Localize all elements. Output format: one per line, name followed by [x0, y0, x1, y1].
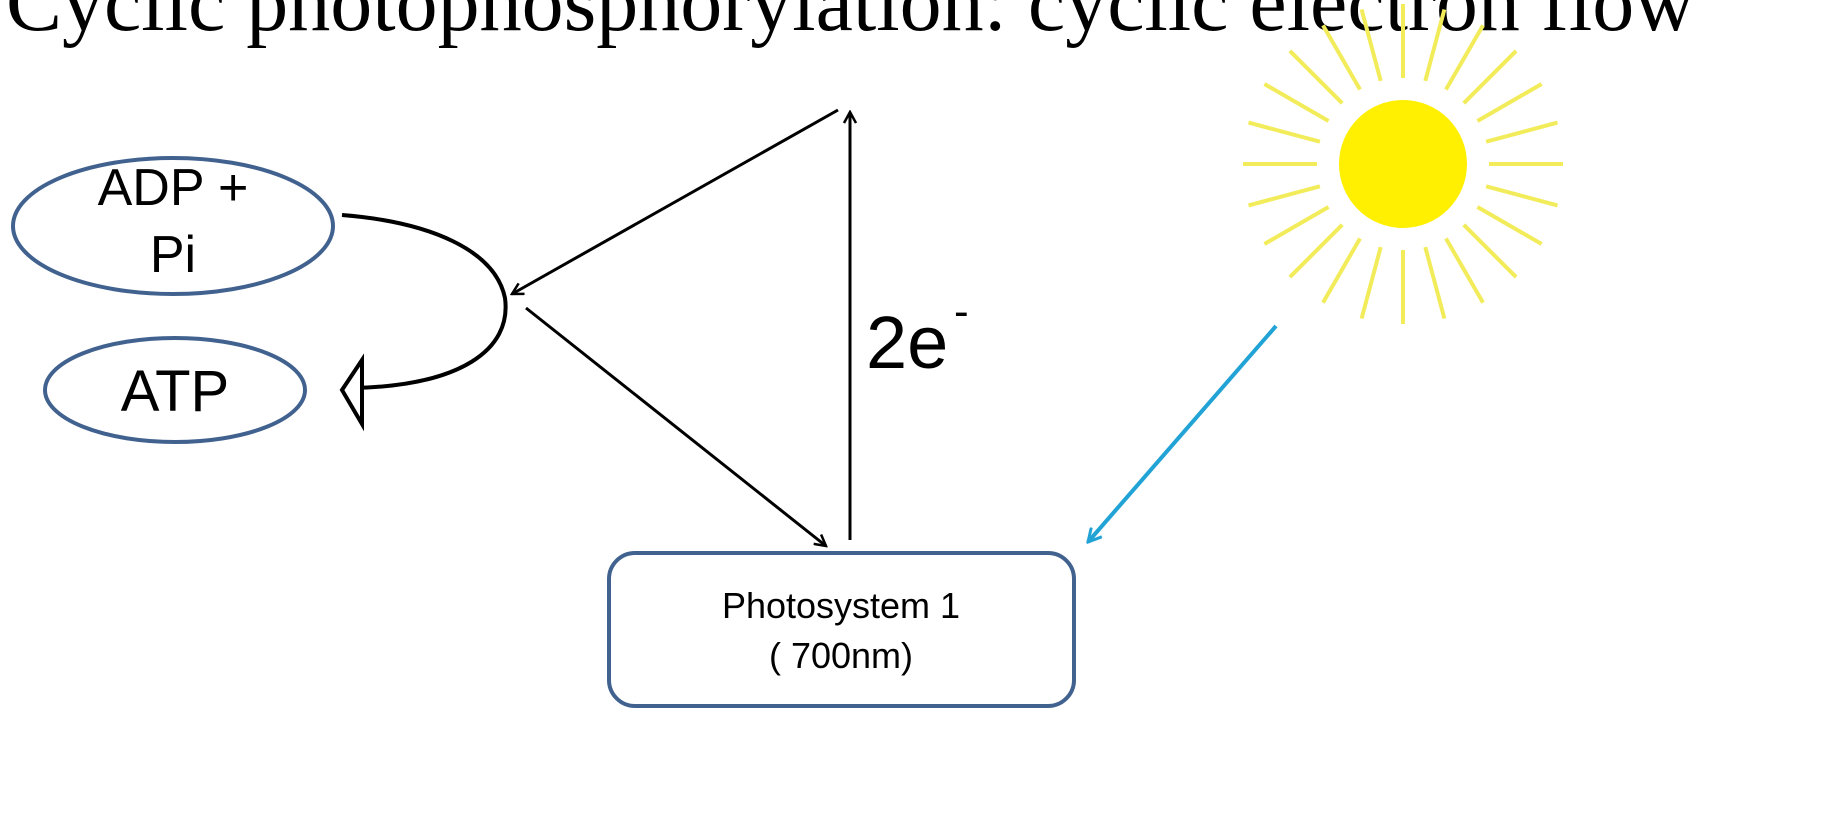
sun-ray — [1247, 120, 1321, 144]
sun-ray — [1263, 82, 1330, 123]
sun-ray — [1485, 184, 1559, 208]
sun-ray — [1423, 8, 1447, 82]
electron-label: 2e - — [866, 287, 969, 384]
electron-label-superscript: - — [954, 287, 969, 336]
slide-title-text: Cyclic photophosphorylation: cyclic elec… — [6, 0, 1695, 49]
electron-label-base: 2e — [866, 301, 948, 384]
adp-label-line1: ADP + — [98, 159, 249, 217]
sun-ray — [1485, 120, 1559, 144]
slide-title: Cyclic photophosphorylation: cyclic elec… — [6, 0, 1695, 49]
sun-rays — [1243, 4, 1563, 324]
photosystem-label-line1: Photosystem 1 — [722, 585, 960, 626]
sun-ray — [1476, 82, 1543, 123]
sun-ray — [1321, 237, 1362, 304]
photosystem-label-line2: ( 700nm) — [769, 635, 913, 676]
sun-ray — [1462, 49, 1518, 105]
open-triangle-arrowhead-icon — [339, 353, 364, 432]
sun-icon — [1243, 4, 1563, 324]
sun-ray — [1462, 223, 1518, 279]
electron-return-arrow — [512, 108, 839, 296]
sun-ray — [1288, 49, 1344, 105]
electron-flow-arrows — [512, 108, 850, 546]
electron-down-arrow — [525, 306, 826, 546]
sun-disc — [1339, 100, 1467, 228]
atp-ellipse — [43, 336, 307, 444]
adp-pi-node: ADP + Pi — [11, 156, 335, 296]
adp-to-atp-curve-arrow — [339, 213, 508, 432]
sun-ray — [1321, 24, 1362, 91]
atp-label: ATP — [121, 359, 230, 424]
phosphorylation-curve — [341, 213, 508, 390]
sun-ray — [1444, 237, 1485, 304]
light-ray-arrow — [1088, 324, 1278, 542]
photosystem-1-node: Photosystem 1 ( 700nm) — [607, 551, 1076, 708]
sun-ray — [1288, 223, 1344, 279]
atp-node: ATP — [43, 336, 307, 444]
sun-ray — [1263, 205, 1330, 246]
sun-ray — [1247, 184, 1321, 208]
sun-ray — [1359, 246, 1383, 320]
sun-ray — [1444, 24, 1485, 91]
photosystem-box — [607, 551, 1076, 708]
sun-ray — [1476, 205, 1543, 246]
adp-label-line2: Pi — [150, 226, 196, 284]
adp-pi-ellipse — [11, 156, 335, 296]
sun-ray — [1423, 246, 1447, 320]
sun-ray — [1359, 8, 1383, 82]
